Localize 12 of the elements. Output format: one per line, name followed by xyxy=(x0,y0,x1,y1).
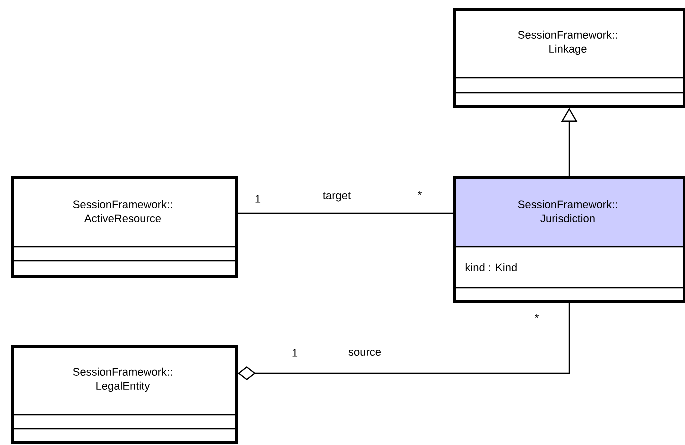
class-box: SessionFramework:: ActiveResource xyxy=(11,176,238,278)
connector xyxy=(238,303,570,380)
class-box: SessionFramework:: LegalEntity xyxy=(11,345,238,444)
class-box: SessionFramework:: Linkage xyxy=(453,8,685,108)
multiplicity: * xyxy=(535,314,539,318)
connector xyxy=(238,212,453,214)
edge-label: source xyxy=(348,350,382,356)
class-box: SessionFramework:: Jurisdiction kind : Kind xyxy=(453,176,685,303)
multiplicity: 1 xyxy=(292,349,298,357)
multiplicity: 1 xyxy=(256,195,261,203)
edge-label: target xyxy=(323,192,351,202)
multiplicity: * xyxy=(418,191,422,196)
